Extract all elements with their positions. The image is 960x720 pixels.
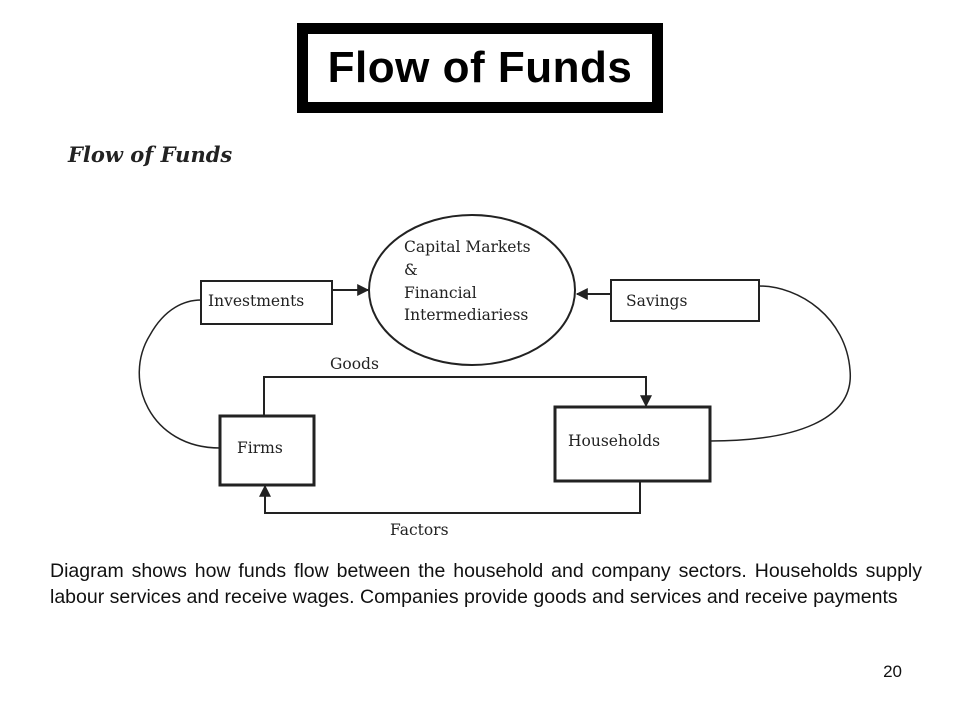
goods-flow-arrow xyxy=(263,376,652,416)
households-label: Households xyxy=(568,432,660,450)
firms-to-investments-curve xyxy=(138,299,221,449)
investments-label: Investments xyxy=(208,292,304,310)
savings-label: Savings xyxy=(626,292,687,310)
slide-title-box: Flow of Funds xyxy=(297,23,663,113)
flow-of-funds-diagram: Flow of Funds Capital Markets & Financia… xyxy=(67,142,851,539)
firms-label: Firms xyxy=(237,439,283,457)
investments-node xyxy=(200,280,333,325)
capital-markets-label-3: Financial xyxy=(404,284,477,302)
savings-node xyxy=(610,279,760,322)
slide-title-inner: Flow of Funds xyxy=(308,34,652,102)
households-node xyxy=(553,405,712,483)
capital-markets-label-1: Capital Markets xyxy=(404,238,531,256)
slide-caption: Diagram shows how funds flow between the… xyxy=(50,560,922,608)
capital-markets-label-4: Intermediariess xyxy=(404,306,528,324)
diagram-heading: Flow of Funds xyxy=(67,142,232,167)
page-number: 20 xyxy=(883,662,902,681)
factors-flow-arrow xyxy=(259,481,641,514)
capital-markets-label-2: & xyxy=(404,261,418,279)
households-to-savings-curve xyxy=(709,285,851,442)
slide-title: Flow of Funds xyxy=(327,43,633,92)
factors-label: Factors xyxy=(390,521,449,539)
goods-label: Goods xyxy=(330,355,379,373)
